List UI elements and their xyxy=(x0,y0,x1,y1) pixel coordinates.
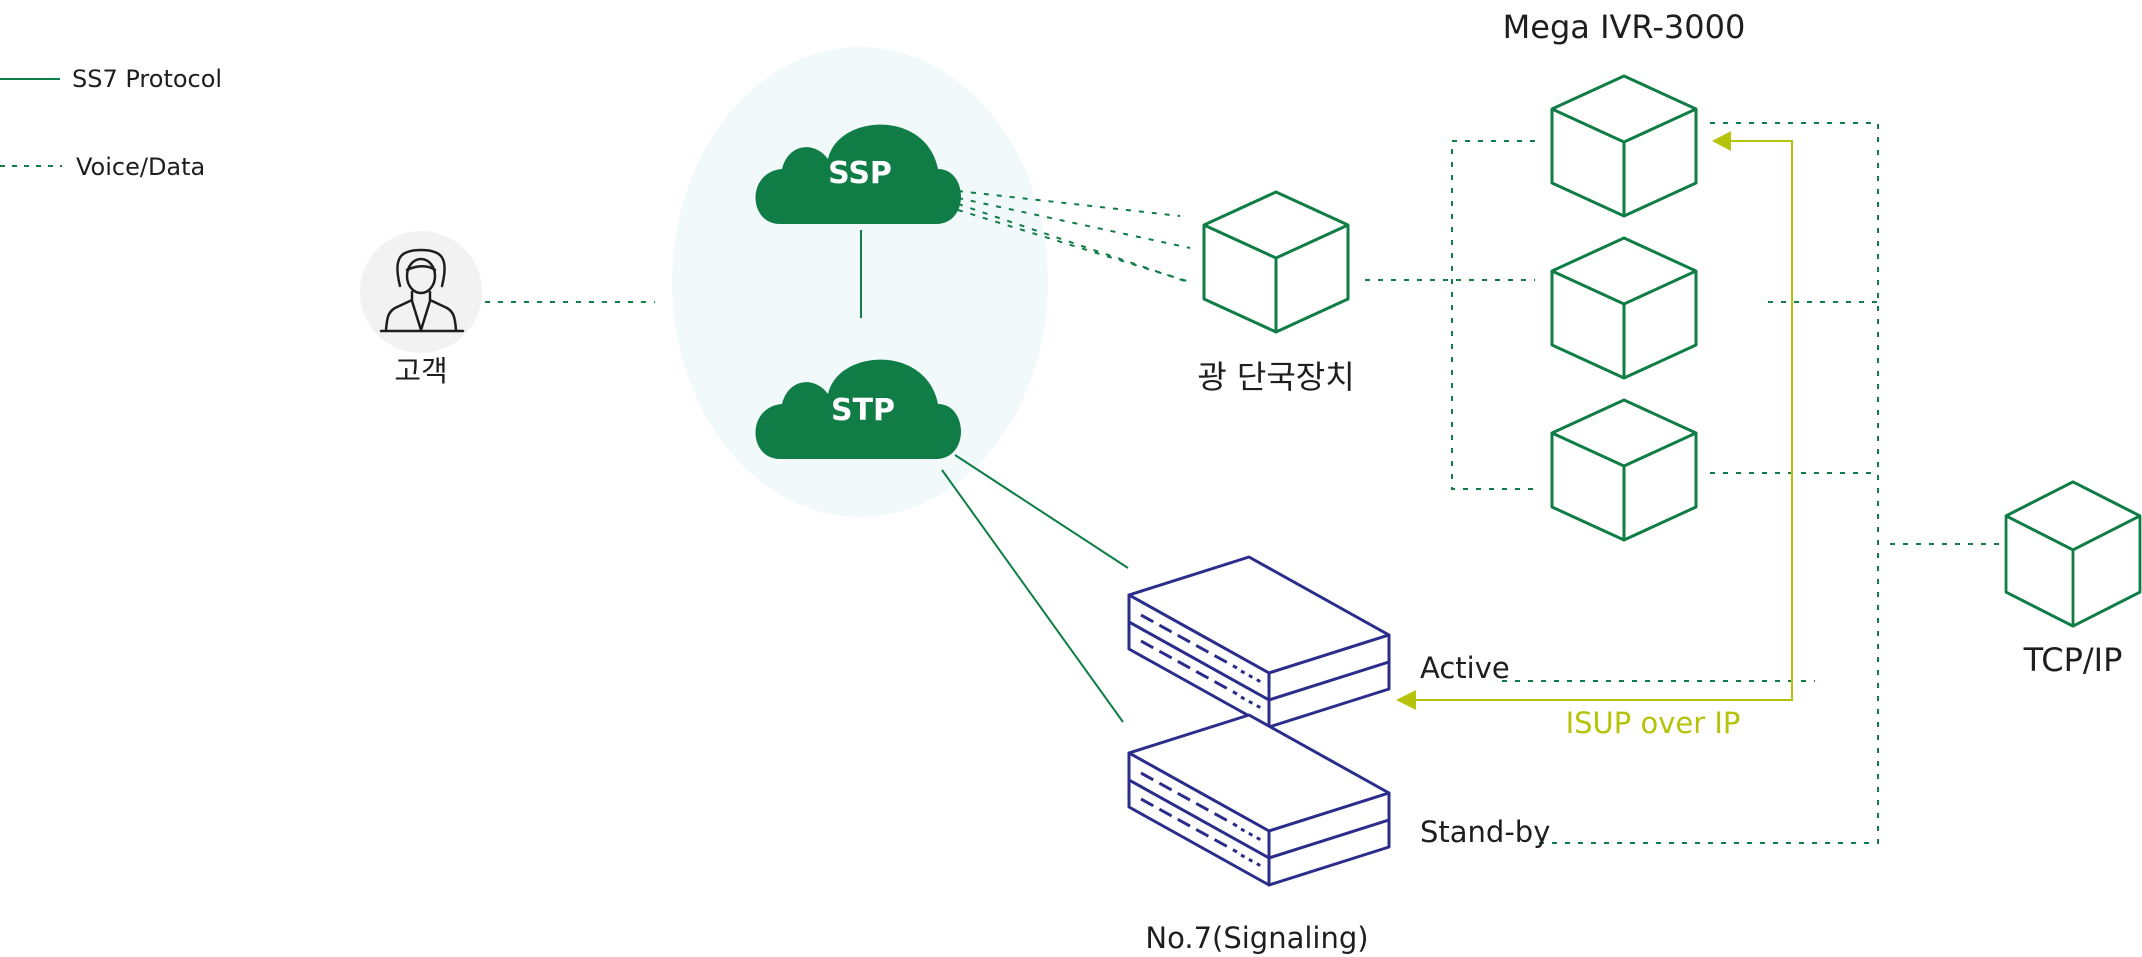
link-ssp-terminal-4 xyxy=(957,209,1191,283)
customer-label: 고객 xyxy=(394,354,447,388)
voice-data-links xyxy=(485,122,2000,844)
link-stp-active xyxy=(954,454,1129,569)
ivr-unit-2 xyxy=(1550,236,1698,380)
link-ivr-bracket-left xyxy=(1451,140,1535,490)
tcpip-node: TCP/IP xyxy=(2004,480,2142,679)
link-stp-standby xyxy=(941,469,1124,723)
link-ssp-terminal-1 xyxy=(957,190,1181,217)
isup-arrow-ivr xyxy=(1712,131,1731,151)
link-ivr-bus-right xyxy=(1538,122,1879,844)
legend-ss7-label: SS7 Protocol xyxy=(72,65,222,93)
ss7-links xyxy=(860,230,1129,723)
tcpip-label: TCP/IP xyxy=(2023,641,2123,679)
standby-label: Stand-by xyxy=(1420,815,1550,849)
optical-terminal-cube xyxy=(1202,190,1350,334)
ssp-label: SSP xyxy=(828,156,892,191)
signaling-caption: No.7(Signaling) xyxy=(1145,921,1368,955)
tcpip-cube xyxy=(2004,480,2142,628)
customer-person-icon xyxy=(379,248,465,333)
active-label: Active xyxy=(1420,651,1510,685)
link-ssp-terminal-2 xyxy=(957,197,1191,249)
ssp-cloud: SSP xyxy=(755,124,961,224)
signaling-standby-server: Stand-by xyxy=(1127,713,1550,887)
mega-ivr: Mega IVR-3000 xyxy=(1503,8,1746,542)
isup-link: ISUP over IP xyxy=(1396,131,1793,740)
signaling-active-server: Active xyxy=(1127,555,1510,729)
customer: 고객 xyxy=(360,231,482,388)
optical-terminal: 광 단국장치 xyxy=(1197,190,1355,396)
stp-label: STP xyxy=(831,393,895,428)
optical-terminal-label: 광 단국장치 xyxy=(1197,358,1354,396)
ivr-unit-1 xyxy=(1550,74,1698,218)
stp-cloud: STP xyxy=(755,359,961,459)
mega-ivr-title: Mega IVR-3000 xyxy=(1503,8,1746,46)
ivr-unit-3 xyxy=(1550,398,1698,542)
isup-label: ISUP over IP xyxy=(1566,706,1741,740)
isup-arrow-active xyxy=(1396,690,1416,710)
isup-line xyxy=(1398,140,1793,701)
legend-voice-label: Voice/Data xyxy=(76,153,205,181)
link-ssp-terminal-3 xyxy=(957,203,1189,283)
legend: SS7 Protocol Voice/Data xyxy=(0,65,222,181)
